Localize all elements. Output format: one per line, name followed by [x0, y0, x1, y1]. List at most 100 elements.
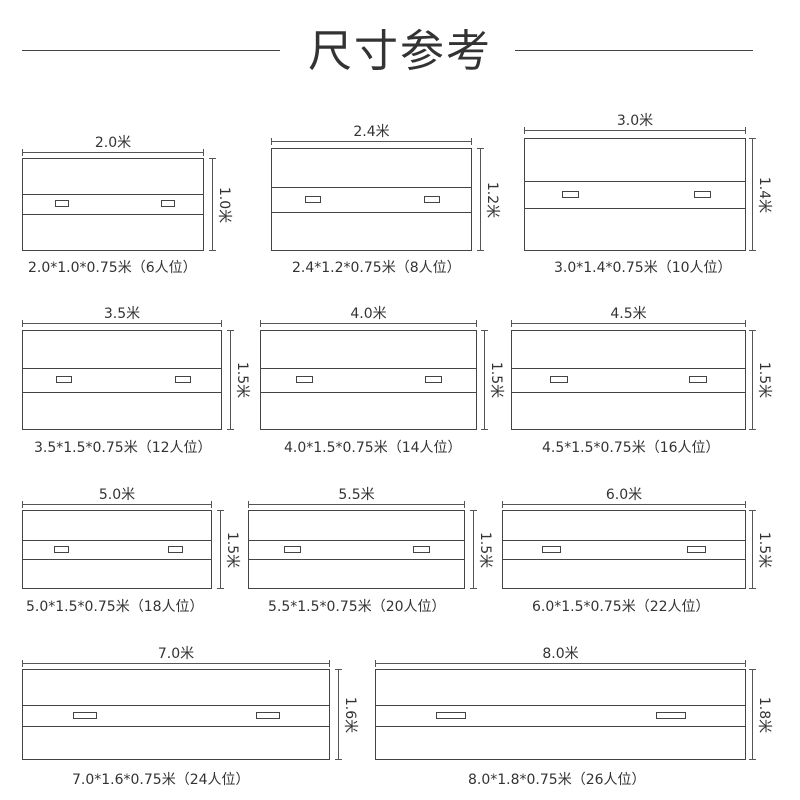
height-label: 1.5米	[488, 361, 504, 399]
width-dimension-line	[524, 127, 746, 134]
table-slot-marker	[256, 712, 280, 719]
table-spec-caption: 4.0*1.5*0.75米（14人位）	[284, 440, 462, 456]
width-dimension-line	[22, 501, 212, 508]
table-center-band	[261, 368, 476, 393]
table-outline	[248, 510, 465, 589]
width-label: 3.0米	[616, 113, 654, 129]
table-outline	[22, 669, 330, 760]
table-outline	[22, 158, 204, 251]
width-label: 2.0米	[94, 135, 132, 151]
table-spec-caption: 4.5*1.5*0.75米（16人位）	[542, 440, 720, 456]
table-spec-caption: 6.0*1.5*0.75米（22人位）	[532, 599, 710, 615]
table-spec-caption: 5.5*1.5*0.75米（20人位）	[268, 599, 446, 615]
width-dimension-line	[22, 320, 222, 327]
height-dimension-line	[749, 669, 756, 760]
height-label: 1.5米	[224, 531, 240, 568]
height-dimension-line	[217, 510, 224, 589]
table-outline	[375, 669, 746, 760]
table-slot-marker	[436, 712, 466, 719]
table-spec-caption: 8.0*1.8*0.75米（26人位）	[468, 772, 646, 788]
table-center-band	[376, 705, 745, 727]
table-outline	[260, 330, 477, 430]
width-label: 7.0米	[157, 646, 195, 662]
width-dimension-line	[248, 501, 465, 508]
table-slot-marker	[161, 200, 175, 207]
width-label: 8.0米	[542, 646, 579, 662]
table-spec-caption: 2.4*1.2*0.75米（8人位）	[292, 260, 461, 276]
table-slot-marker	[413, 546, 430, 553]
table-slot-marker	[168, 546, 183, 553]
height-label: 1.2米	[484, 181, 500, 218]
table-outline	[22, 510, 212, 589]
table-slot-marker	[175, 376, 191, 383]
width-dimension-line	[375, 660, 746, 667]
table-slot-marker	[689, 376, 707, 383]
table-center-band	[272, 187, 471, 213]
width-dimension-line	[260, 320, 477, 327]
width-label: 2.4米	[353, 124, 390, 140]
height-dimension-line	[470, 510, 477, 589]
table-center-band	[23, 194, 203, 215]
table-slot-marker	[424, 196, 440, 203]
height-label: 1.5米	[756, 531, 772, 568]
height-label: 1.8米	[756, 696, 772, 733]
table-outline	[22, 330, 222, 430]
table-slot-marker	[694, 191, 711, 198]
width-dimension-line	[22, 149, 204, 156]
height-label: 1.6米	[342, 696, 358, 733]
width-dimension-line	[271, 138, 472, 145]
table-spec-caption: 7.0*1.6*0.75米（24人位）	[72, 772, 250, 788]
height-dimension-line	[749, 138, 756, 251]
title-rule-right	[515, 50, 753, 51]
width-dimension-line	[511, 320, 746, 327]
height-label: 1.0米	[216, 186, 232, 223]
table-center-band	[512, 368, 745, 393]
width-label: 5.5米	[338, 487, 375, 503]
width-label: 6.0米	[605, 487, 643, 503]
width-label: 5.0米	[98, 487, 136, 503]
width-dimension-line	[502, 501, 746, 508]
table-slot-marker	[54, 546, 69, 553]
table-center-band	[249, 540, 464, 560]
height-label: 1.4米	[756, 176, 772, 213]
table-center-band	[503, 540, 745, 560]
height-dimension-line	[477, 148, 484, 251]
table-slot-marker	[562, 191, 579, 198]
table-center-band	[23, 705, 329, 727]
table-slot-marker	[550, 376, 568, 383]
table-center-band	[23, 368, 221, 393]
table-spec-caption: 5.0*1.5*0.75米（18人位）	[26, 599, 204, 615]
width-label: 3.5米	[103, 306, 141, 322]
table-slot-marker	[305, 196, 321, 203]
height-dimension-line	[335, 669, 342, 760]
table-outline	[511, 330, 746, 430]
height-label: 1.5米	[756, 361, 772, 399]
table-slot-marker	[656, 712, 686, 719]
table-outline	[502, 510, 746, 589]
title-rule-left	[22, 50, 280, 51]
table-slot-marker	[284, 546, 301, 553]
table-slot-marker	[687, 546, 706, 553]
table-center-band	[23, 540, 211, 560]
table-center-band	[525, 181, 745, 209]
height-label: 1.5米	[477, 531, 493, 568]
table-slot-marker	[296, 376, 313, 383]
page-title: 尺寸参考	[308, 26, 492, 77]
height-dimension-line	[481, 330, 488, 430]
height-dimension-line	[749, 510, 756, 589]
table-outline	[524, 138, 746, 251]
height-dimension-line	[227, 330, 234, 430]
table-spec-caption: 2.0*1.0*0.75米（6人位）	[28, 260, 197, 276]
table-slot-marker	[56, 376, 72, 383]
table-slot-marker	[73, 712, 97, 719]
table-slot-marker	[542, 546, 561, 553]
width-label: 4.0米	[350, 306, 387, 322]
height-label: 1.5米	[234, 361, 250, 399]
table-spec-caption: 3.0*1.4*0.75米（10人位）	[554, 260, 732, 276]
table-slot-marker	[425, 376, 442, 383]
page-header: 尺寸参考	[0, 0, 800, 90]
table-outline	[271, 148, 472, 251]
table-spec-caption: 3.5*1.5*0.75米（12人位）	[34, 440, 212, 456]
height-dimension-line	[749, 330, 756, 430]
